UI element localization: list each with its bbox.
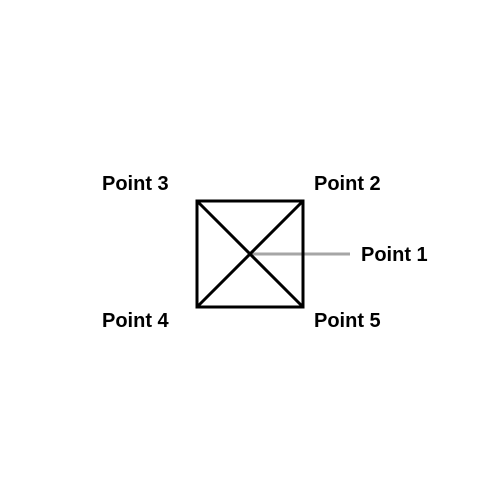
square-outline bbox=[195, 199, 305, 309]
label-point-5: Point 5 bbox=[314, 310, 381, 332]
label-point-3: Point 3 bbox=[102, 173, 169, 195]
label-point-1: Point 1 bbox=[361, 244, 428, 266]
diagonal-point2-point4 bbox=[195, 199, 305, 309]
label-point-4: Point 4 bbox=[102, 310, 169, 332]
label-point-2: Point 2 bbox=[314, 173, 381, 195]
